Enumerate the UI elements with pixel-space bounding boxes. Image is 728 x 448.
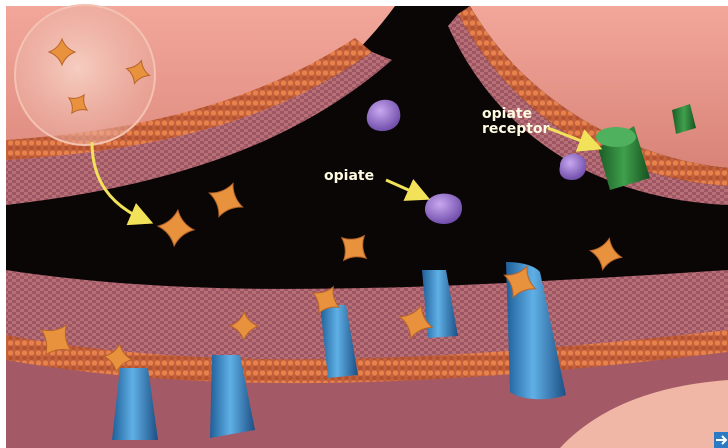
opiate-molecule	[425, 194, 462, 224]
opiate-receptor-label-line1: opiate	[482, 106, 532, 122]
opiate-label: opiate	[324, 168, 374, 184]
blue-arrow-icon[interactable]	[714, 432, 728, 448]
opiate-receptor-label-line2: receptor	[482, 121, 550, 137]
